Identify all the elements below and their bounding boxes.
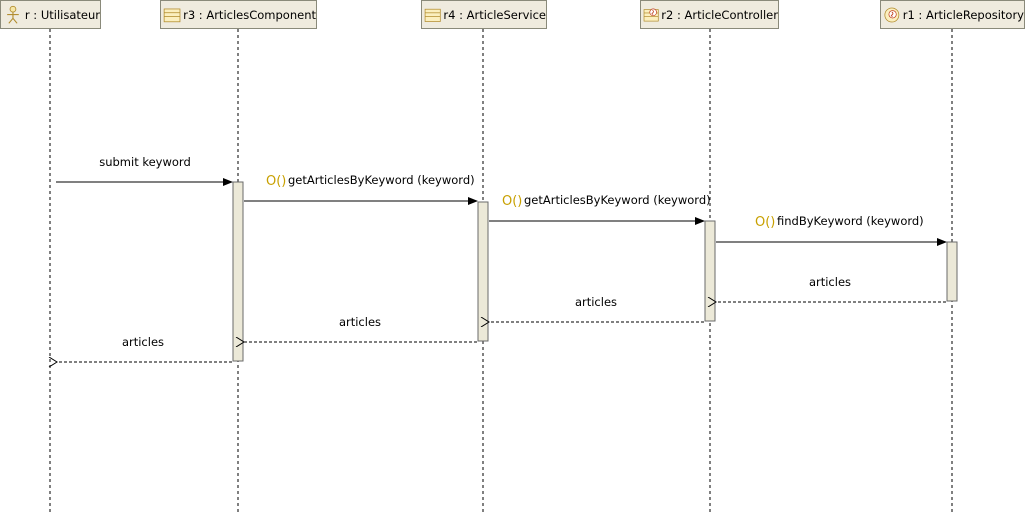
java-class-icon: [643, 8, 659, 21]
return-label: articles: [575, 295, 617, 309]
operation-icon: O(): [502, 194, 522, 209]
lifeline-label: r : Utilisateur: [24, 7, 100, 22]
message-label: submit keyword: [99, 155, 191, 169]
lifeline-header-user[interactable]: r : Utilisateur: [0, 0, 101, 29]
activation-serv[interactable]: [477, 201, 489, 342]
activation-ctrl[interactable]: [704, 220, 716, 322]
lifeline-header-comp[interactable]: r3 : ArticlesComponent: [160, 0, 317, 29]
class-icon: [163, 8, 181, 22]
java-interface-icon: [884, 7, 900, 22]
lifeline-label: r1 : ArticleRepository: [902, 7, 1024, 22]
operation-icon: O(): [755, 215, 775, 230]
class-icon: [424, 8, 441, 22]
message-label: getArticlesByKeyword (keyword): [288, 173, 475, 187]
lifeline-label: r3 : ArticlesComponent: [183, 7, 316, 22]
lifeline-header-repo[interactable]: r1 : ArticleRepository: [880, 0, 1025, 29]
lifeline-label: r4 : ArticleService: [443, 7, 546, 22]
return-label: articles: [122, 335, 164, 349]
message-label: getArticlesByKeyword (keyword): [524, 193, 711, 207]
actor-icon: [7, 5, 19, 24]
return-label: articles: [809, 275, 851, 289]
lifeline-header-serv[interactable]: r4 : ArticleService: [421, 0, 547, 29]
operation-icon: O(): [266, 174, 286, 189]
lifeline-header-ctrl[interactable]: r2 : ArticleController: [640, 0, 779, 29]
lifeline-label: r2 : ArticleController: [661, 7, 778, 22]
activation-comp[interactable]: [232, 181, 244, 362]
activation-repo[interactable]: [946, 241, 958, 302]
message-label: findByKeyword (keyword): [777, 214, 924, 228]
return-label: articles: [339, 315, 381, 329]
